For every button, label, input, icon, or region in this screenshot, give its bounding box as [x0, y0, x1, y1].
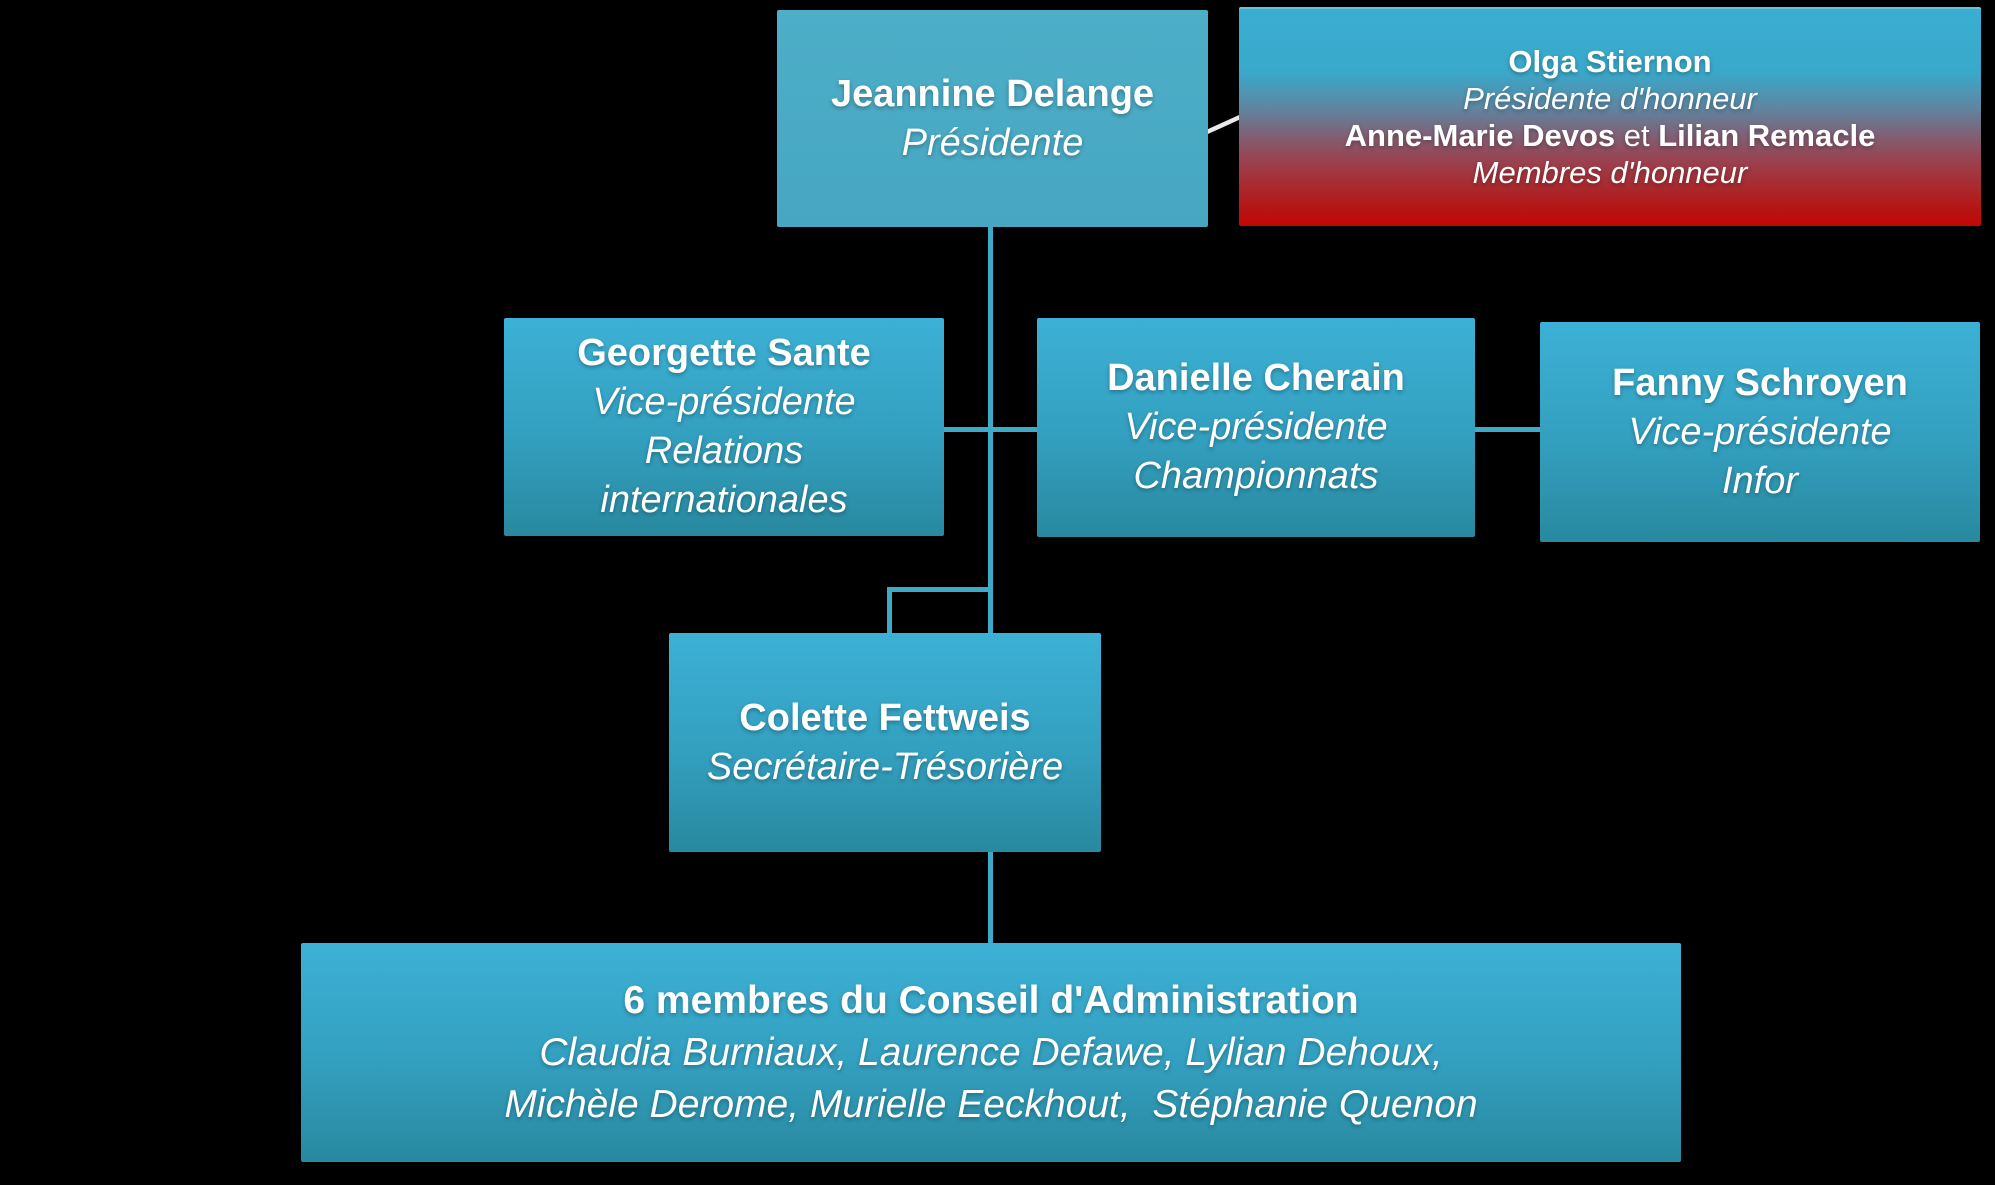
board-members-line-1: Claudia Burniaux, Laurence Defawe, Lylia…: [539, 1030, 1443, 1074]
honor-president-role: Présidente d'honneur: [1463, 80, 1757, 116]
vp-championnats-name: Danielle Cherain: [1107, 357, 1405, 399]
honor-president-name: Olga Stiernon: [1508, 43, 1712, 79]
honor-member-2: Lilian Remacle: [1658, 117, 1876, 153]
connector-secretary-elbow-vertical: [887, 587, 892, 634]
vp-infor-role-1: Vice-présidente: [1628, 410, 1892, 453]
secretary-name: Colette Fettweis: [739, 696, 1031, 739]
connector-secretary-elbow-horizontal: [887, 587, 990, 592]
board-title: 6 membres du Conseil d'Administration: [623, 978, 1359, 1022]
node-vp-international: Georgette Sante Vice-présidente Relation…: [504, 318, 944, 536]
node-board-members: 6 membres du Conseil d'Administration Cl…: [301, 943, 1681, 1162]
node-secretary: Colette Fettweis Secrétaire-Trésorière: [669, 633, 1101, 852]
vp-infor-name: Fanny Schroyen: [1612, 361, 1908, 404]
honor-member-1: Anne-Marie Devos: [1344, 117, 1616, 153]
vp-international-role-3: internationales: [600, 479, 848, 521]
vp-international-role-2: Relations: [644, 430, 804, 472]
vp-international-name: Georgette Sante: [577, 332, 871, 374]
node-honor-members: Olga Stiernon Présidente d'honneur Anne-…: [1239, 7, 1981, 226]
vp-championnats-role-1: Vice-présidente: [1124, 406, 1388, 448]
president-role: Présidente: [901, 121, 1084, 164]
node-vp-championnats: Danielle Cherain Vice-présidente Champio…: [1037, 318, 1475, 537]
vp-championnats-role-2: Championnats: [1133, 455, 1379, 497]
vp-infor-role-2: Infor: [1721, 459, 1799, 502]
honor-members-names: Anne-Marie Devos et Lilian Remacle: [1345, 117, 1876, 154]
connector-vp-right-horizontal: [1475, 427, 1541, 432]
node-president: Jeannine Delange Présidente: [777, 10, 1208, 227]
honor-and-word: et: [1615, 117, 1659, 153]
secretary-role: Secrétaire-Trésorière: [706, 745, 1064, 788]
board-members-line-2: Michèle Derome, Murielle Eeckhout, Stéph…: [504, 1082, 1478, 1126]
connector-vp-left-horizontal: [943, 427, 1040, 432]
vp-international-role-1: Vice-présidente: [592, 381, 856, 423]
president-name: Jeannine Delange: [830, 72, 1155, 115]
connector-president-honor-line: [1206, 114, 1241, 135]
connector-board-vertical: [988, 852, 993, 944]
honor-members-role: Membres d'honneur: [1472, 154, 1748, 190]
node-vp-infor: Fanny Schroyen Vice-présidente Infor: [1540, 322, 1980, 542]
